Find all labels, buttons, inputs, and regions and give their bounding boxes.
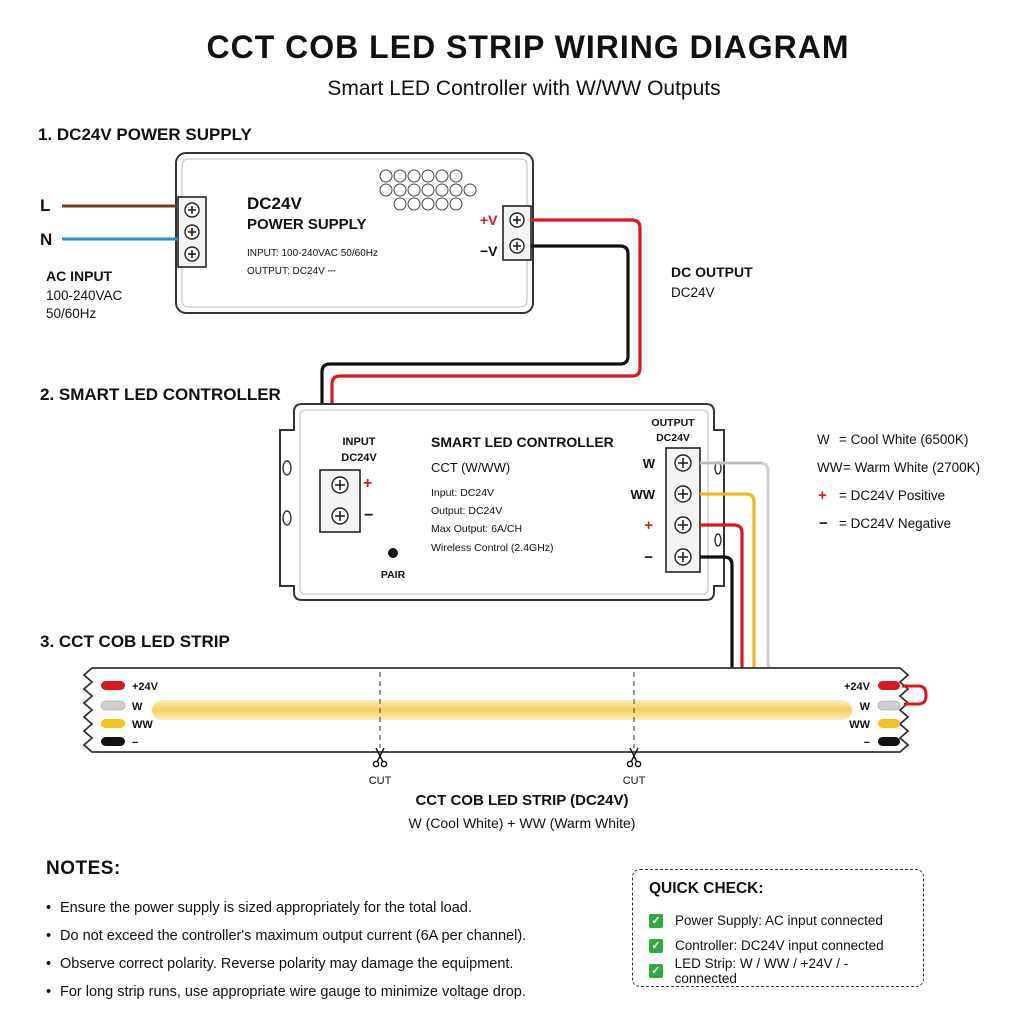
list-item: For long strip runs, use appropriate wir… (46, 978, 606, 1006)
list-item: Do not exceed the controller's maximum o… (46, 922, 606, 950)
quick-check-item: LED Strip: W / WW / +24V / - connected (674, 955, 849, 986)
left-solder-pads (100, 681, 126, 746)
right-pad-pos-label: +24V (844, 681, 871, 693)
controller-input-label-line2: DC24V (341, 452, 377, 464)
ac-l-label: L (40, 196, 50, 215)
list-item: ✓ LED Strip: W / WW / +24V / - connected (649, 955, 907, 986)
pair-button[interactable] (388, 548, 398, 558)
legend-text-w: = Cool White (6500K) (839, 432, 968, 447)
psu-output-spec: OUTPUT: DC24V ⎓ (247, 266, 336, 277)
scissors-icon (372, 747, 388, 768)
mount-hole (282, 510, 292, 526)
controller-spec-max: Max Output: 6A/CH (431, 523, 522, 535)
dc-output-title: DC OUTPUT (671, 264, 753, 280)
controller-output-label-line1: OUTPUT (651, 417, 695, 429)
strip-title: CCT COB LED STRIP (DC24V) (415, 792, 628, 809)
quick-check-title: QUICK CHECK: (649, 880, 764, 897)
psu-title-line1: DC24V (247, 194, 302, 213)
legend: W = Cool White (6500K) WW = Warm White (… (817, 432, 980, 532)
section1-heading: 1. DC24V POWER SUPPLY (38, 125, 252, 144)
controller-spec-wireless: Wireless Control (2.4GHz) (431, 542, 554, 554)
list-item: ✓ Power Supply: AC input connected (649, 908, 907, 933)
psu-input-spec: INPUT: 100-240VAC 50/60Hz (247, 248, 378, 259)
page-subtitle: Smart LED Controller with W/WW Outputs (327, 77, 720, 100)
dc-positive-wire (330, 218, 642, 484)
ac-n-label: N (40, 230, 52, 249)
list-item: Observe correct polarity. Reverse polari… (46, 950, 606, 978)
notes-title: NOTES: (46, 858, 121, 879)
vent-grille (379, 169, 477, 211)
controller-output-label-line2: DC24V (656, 432, 690, 444)
left-pad-neg-label: − (132, 737, 138, 749)
left-pad-pos-label: +24V (132, 681, 159, 693)
quick-check-item: Controller: DC24V input connected (675, 938, 884, 953)
notes-list: Ensure the power supply is sized appropr… (46, 894, 606, 1006)
legend-text-positive: = DC24V Positive (839, 488, 945, 503)
strip-subtitle: W (Cool White) + WW (Warm White) (409, 815, 636, 831)
right-pad-ww-label: WW (849, 719, 870, 731)
power-supply-body (175, 152, 534, 314)
controller-input-positive: + (363, 475, 372, 492)
mount-hole (714, 533, 722, 547)
left-pad-w-label: W (132, 701, 143, 713)
right-pad-w-label: W (860, 701, 871, 713)
section2-heading: 2. SMART LED CONTROLLER (40, 385, 281, 404)
legend-key-negative: − (819, 515, 828, 532)
quick-check-box: QUICK CHECK: ✓ Power Supply: AC input co… (632, 869, 924, 987)
psu-negative-label: −V (480, 243, 498, 259)
checkmark-icon: ✓ (649, 963, 663, 978)
mount-hole (282, 460, 292, 476)
positive-jumper-wire (902, 684, 928, 706)
cob-led-glow (152, 700, 852, 720)
section3-heading: 3. CCT COB LED STRIP (40, 632, 230, 651)
checkmark-icon: ✓ (649, 913, 663, 928)
checkmark-icon: ✓ (649, 938, 663, 953)
controller-subtitle: CCT (W/WW) (431, 460, 510, 475)
controller-input-negative: − (364, 507, 373, 524)
controller-spec-output: Output: DC24V (431, 505, 502, 517)
controller-input-label-line1: INPUT (343, 436, 376, 448)
pair-label: PAIR (381, 569, 406, 581)
controller-out-w: W (643, 456, 656, 471)
controller-title: SMART LED CONTROLLER (431, 434, 614, 450)
psu-title-line2: POWER SUPPLY (247, 216, 366, 233)
cut-label-right: CUT (623, 775, 646, 787)
list-item: Ensure the power supply is sized appropr… (46, 894, 606, 922)
cut-label-left: CUT (369, 775, 392, 787)
legend-text-ww: = Warm White (2700K) (843, 460, 980, 475)
controller-out-negative: − (644, 549, 653, 566)
scissors-icon (626, 747, 642, 768)
page-title: CCT COB LED STRIP WIRING DIAGRAM (207, 29, 850, 65)
ac-input-frequency: 50/60Hz (46, 306, 97, 321)
controller-spec-input: Input: DC24V (431, 487, 494, 499)
legend-text-negative: = DC24V Negative (839, 516, 951, 531)
notes-section: NOTES: Ensure the power supply is sized … (46, 858, 606, 1006)
list-item: ✓ Controller: DC24V input connected (649, 933, 907, 958)
ac-input-title: AC INPUT (46, 268, 113, 284)
controller-out-ww: WW (630, 487, 655, 502)
controller-out-positive: + (644, 517, 653, 534)
right-solder-pads (877, 681, 901, 746)
psu-positive-label: +V (480, 212, 498, 228)
ac-input-voltage: 100-240VAC (46, 288, 123, 303)
legend-key-positive: + (818, 487, 827, 504)
right-pad-neg-label: − (864, 737, 870, 749)
legend-key-ww: WW (817, 460, 843, 475)
left-pad-ww-label: WW (132, 719, 153, 731)
legend-key-w: W (817, 432, 830, 447)
dc-negative-wire (320, 244, 630, 482)
quick-check-item: Power Supply: AC input connected (675, 913, 883, 928)
dc-output-value: DC24V (671, 285, 715, 300)
